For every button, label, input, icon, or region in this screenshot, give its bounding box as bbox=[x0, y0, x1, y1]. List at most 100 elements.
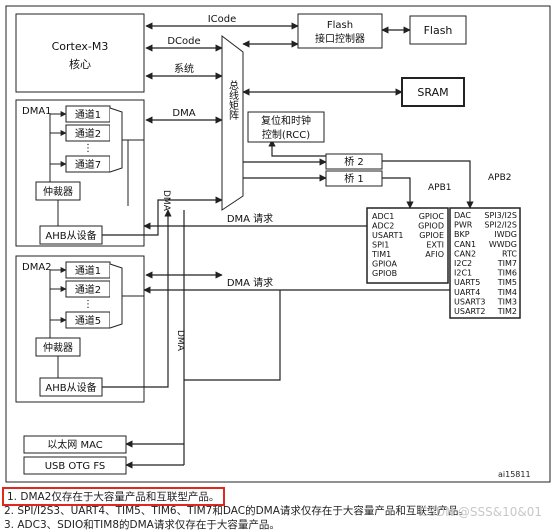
bus-matrix-block: 总线矩阵 bbox=[221, 34, 244, 211]
cortex-label: Cortex-M3 bbox=[52, 40, 109, 53]
apb1-periph-b-2: IWDG bbox=[494, 230, 517, 239]
sram-label: SRAM bbox=[417, 86, 448, 99]
apb2-periph-a-2: USART1 bbox=[372, 231, 404, 240]
rcc-line2: 控制(RCC) bbox=[262, 128, 310, 141]
apb1-peripheral-block: DACPWRBKPCAN1CAN2I2C2I2C1UART5UART4USART… bbox=[449, 207, 521, 319]
apb-lines bbox=[382, 160, 474, 209]
apb1-periph-a-10: USART2 bbox=[454, 307, 486, 316]
apb2-label: APB2 bbox=[488, 173, 511, 183]
apb1-col1: DACPWRBKPCAN1CAN2I2C2I2C1UART5UART4USART… bbox=[454, 211, 486, 316]
apb1-periph-b-0: SPI3/I2S bbox=[484, 211, 517, 220]
bridge1-block: 桥 1 bbox=[325, 170, 383, 187]
cortex-core-label: 核心 bbox=[69, 57, 91, 71]
dma-vertical-label-1: DMA bbox=[161, 190, 171, 212]
ethernet-label: 以太网 MAC bbox=[47, 438, 102, 451]
note-3: 3. ADC3、SDIO和TIM8的DMA请求仅存在于大容量产品。 bbox=[4, 519, 280, 531]
dma1-block: DMA1 通道1 通道2 ⋮ 通道7 仲裁器 AHB从设备 bbox=[15, 99, 145, 247]
dma-request-lines bbox=[102, 196, 450, 469]
usb-label: USB OTG FS bbox=[45, 461, 106, 472]
bus-labels: ICode DCode 系统 DMA bbox=[167, 14, 236, 119]
apb1-periph-b-7: TIM5 bbox=[497, 278, 517, 287]
dma1-ahb-slave: AHB从设备 bbox=[45, 229, 96, 242]
note-1: 1. DMA2仅存在于大容量产品和互联型产品。 bbox=[2, 487, 226, 506]
apb2-periph-b-2: GPIOE bbox=[419, 231, 444, 240]
stm32-system-diagram: Cortex-M3 核心 ICode DCode 系统 DMA 总线矩 bbox=[5, 5, 551, 483]
apb1-periph-a-3: CAN1 bbox=[454, 240, 476, 249]
dma1-channel-2: 通道2 bbox=[75, 127, 101, 140]
apb2-periph-b-4: AFIO bbox=[425, 250, 444, 259]
dma1-title: DMA1 bbox=[22, 106, 52, 117]
rcc-block: 复位和时钟 控制(RCC) bbox=[247, 111, 325, 143]
bridge2-label: 桥 2 bbox=[344, 156, 364, 168]
apb1-periph-b-9: TIM3 bbox=[497, 297, 517, 306]
apb1-periph-a-4: CAN2 bbox=[454, 249, 476, 258]
dma2-block: DMA2 通道1 通道2 ⋮ 通道5 仲裁器 AHB从设备 bbox=[15, 255, 145, 403]
dma2-channel-5: 通道5 bbox=[75, 314, 101, 327]
dma2-ahb-slave: AHB从设备 bbox=[45, 381, 96, 394]
apb1-periph-a-8: UART4 bbox=[454, 288, 480, 297]
dma2-arbiter: 仲裁器 bbox=[43, 341, 73, 354]
dma-request-label-1: DMA 请求 bbox=[227, 212, 273, 225]
dma1-arbiter: 仲裁器 bbox=[43, 185, 73, 198]
apb2-periph-b-1: GPIOD bbox=[418, 222, 444, 231]
dma-request-label-2: DMA 请求 bbox=[227, 276, 273, 289]
apb2-periph-a-0: ADC1 bbox=[372, 212, 394, 221]
dma2-title: DMA2 bbox=[22, 262, 52, 273]
apb2-periph-a-4: TIM1 bbox=[371, 250, 391, 259]
apb1-periph-a-1: PWR bbox=[454, 221, 473, 230]
apb1-periph-a-0: DAC bbox=[454, 211, 471, 220]
system-label: 系统 bbox=[174, 62, 194, 75]
bridge1-label: 桥 1 bbox=[344, 173, 364, 185]
flash-block: Flash bbox=[409, 15, 467, 45]
note-2: 2. SPI/I2S3、UART4、TIM5、TIM6、TIM7和DAC的DMA… bbox=[4, 505, 469, 517]
dma1-channel-1: 通道1 bbox=[75, 108, 101, 121]
apb2-periph-b-0: GPIOC bbox=[419, 212, 445, 221]
apb1-periph-a-6: I2C1 bbox=[454, 269, 472, 278]
bridge2-block: 桥 2 bbox=[325, 153, 383, 170]
dma2-ellipsis: ⋮ bbox=[83, 299, 93, 310]
flash-label: Flash bbox=[424, 24, 453, 37]
apb1-periph-b-10: TIM2 bbox=[497, 307, 517, 316]
dma1-channel-7: 通道7 bbox=[75, 158, 101, 171]
apb1-periph-a-7: UART5 bbox=[454, 278, 480, 287]
cortex-core-block: Cortex-M3 核心 bbox=[15, 13, 145, 93]
bus-matrix-label: 总线矩阵 bbox=[227, 79, 239, 121]
apb1-label: APB1 bbox=[428, 183, 451, 193]
dma-vertical-label-2: DMA bbox=[175, 330, 185, 352]
flash-ctrl-line1: Flash bbox=[327, 20, 353, 31]
apb2-periph-a-1: ADC2 bbox=[372, 222, 394, 231]
apb1-periph-b-5: TIM7 bbox=[497, 259, 517, 268]
watermark: CSDN @SSS&10&01 bbox=[419, 505, 542, 519]
dcode-label: DCode bbox=[167, 36, 200, 47]
apb1-periph-a-5: I2C2 bbox=[454, 259, 472, 268]
bus-lines bbox=[145, 22, 411, 279]
dma2-channel-1: 通道1 bbox=[75, 264, 101, 277]
dma1-channel-group bbox=[65, 105, 123, 173]
apb1-periph-b-8: TIM4 bbox=[497, 288, 517, 297]
dma1-ellipsis: ⋮ bbox=[83, 143, 93, 154]
flash-ctrl-line2: 接口控制器 bbox=[315, 32, 365, 45]
apb1-periph-b-4: RTC bbox=[502, 249, 517, 258]
apb2-periph-b-3: EXTI bbox=[426, 241, 444, 250]
apb1-periph-a-9: USART3 bbox=[454, 297, 486, 306]
icode-label: ICode bbox=[208, 14, 237, 25]
apb1-periph-a-2: BKP bbox=[454, 230, 470, 239]
dma2-channel-2: 通道2 bbox=[75, 283, 101, 296]
figure-id: ai15811 bbox=[498, 470, 531, 479]
usb-block: USB OTG FS bbox=[23, 456, 127, 475]
ethernet-block: 以太网 MAC bbox=[23, 435, 127, 454]
apb1-periph-b-1: SPI2/I2S bbox=[484, 221, 517, 230]
apb1-periph-b-3: WWDG bbox=[489, 240, 517, 249]
rcc-line1: 复位和时钟 bbox=[261, 114, 311, 127]
apb2-periph-a-3: SPI1 bbox=[372, 241, 389, 250]
sram-block: SRAM bbox=[401, 77, 465, 107]
flash-controller-block: Flash 接口控制器 bbox=[297, 13, 383, 49]
apb2-periph-a-6: GPIOB bbox=[372, 269, 397, 278]
diagram-frame bbox=[5, 5, 551, 483]
dma-bus-label: DMA bbox=[172, 108, 195, 119]
apb1-col2: SPI3/I2SSPI2/I2SIWDGWWDGRTCTIM7TIM6TIM5T… bbox=[484, 211, 517, 316]
apb1-periph-b-6: TIM6 bbox=[497, 269, 517, 278]
